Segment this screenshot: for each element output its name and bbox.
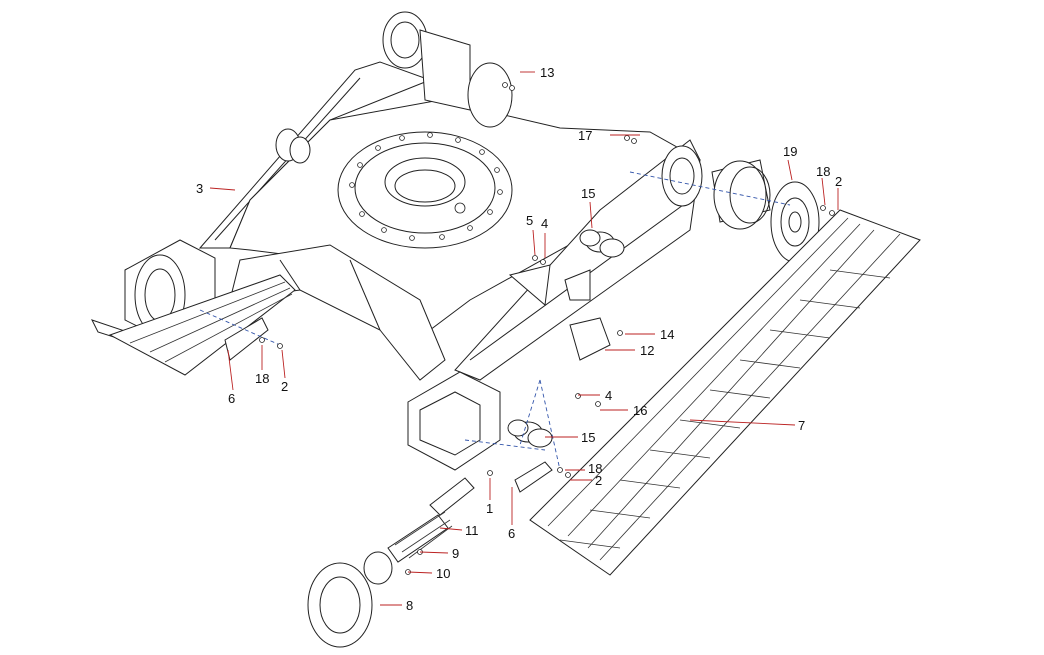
callout-6: 6 — [508, 526, 515, 541]
carrier-roller-left — [275, 128, 311, 164]
callout-15: 15 — [581, 186, 595, 201]
travel-motor — [661, 145, 771, 230]
callout-8: 8 — [406, 598, 413, 613]
carrier-roller-lower — [507, 419, 553, 448]
leader-lines — [209, 71, 839, 606]
callout-7: 7 — [798, 418, 805, 433]
callout-19: 19 — [783, 144, 797, 159]
callout-10: 10 — [436, 566, 450, 581]
slewing-ring — [337, 131, 513, 249]
tension-assembly — [307, 477, 475, 648]
callout-4: 4 — [541, 216, 548, 231]
fasteners — [259, 82, 835, 575]
callout-4: 4 — [605, 388, 612, 403]
callout-18: 18 — [255, 371, 269, 386]
callout-6: 6 — [228, 391, 235, 406]
callout-15: 15 — [581, 430, 595, 445]
left-track-segment — [108, 274, 296, 376]
roller-brackets — [224, 264, 611, 493]
callout-17: 17 — [578, 128, 592, 143]
callout-9: 9 — [452, 546, 459, 561]
callout-1: 1 — [486, 501, 493, 516]
carrier-roller-upper — [579, 229, 625, 258]
callout-3: 3 — [196, 181, 203, 196]
callout-12: 12 — [640, 343, 654, 358]
callouts: 13 17 19 18 2 3 15 5 4 14 12 4 16 7 15 1… — [196, 65, 842, 613]
callout-2: 2 — [595, 473, 602, 488]
callout-2: 2 — [281, 379, 288, 394]
callout-18: 18 — [816, 164, 830, 179]
callout-18: 18 — [588, 461, 602, 476]
right-track-chain — [529, 209, 921, 576]
callout-2: 2 — [835, 174, 842, 189]
centerlines — [199, 171, 791, 471]
callout-11: 11 — [465, 523, 479, 538]
rear-sprocket — [382, 11, 513, 128]
callout-5: 5 — [526, 213, 533, 228]
right-idler-housing — [407, 371, 501, 471]
callout-14: 14 — [660, 327, 674, 342]
callout-13: 13 — [540, 65, 554, 80]
callout-16: 16 — [633, 403, 647, 418]
